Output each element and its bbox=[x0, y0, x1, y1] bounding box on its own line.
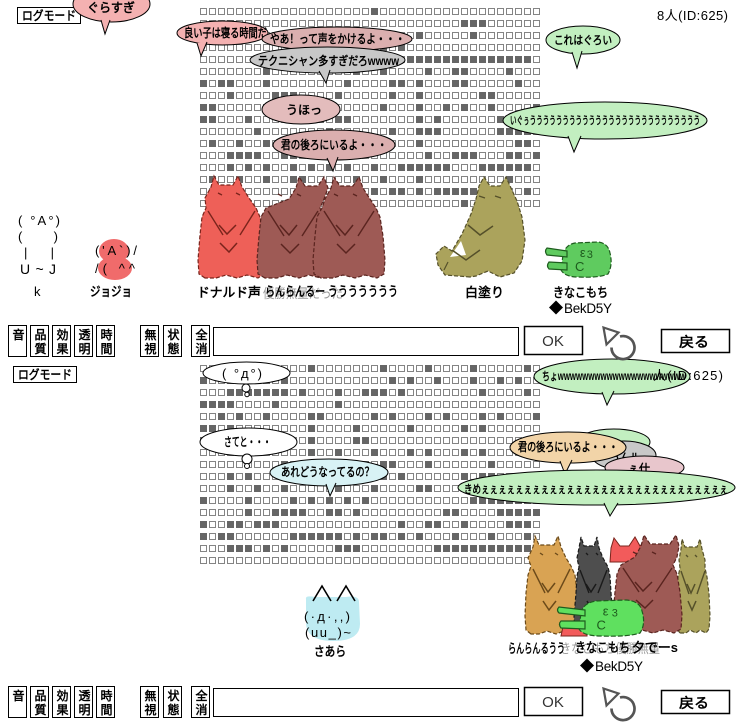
svg-text:明: 明 bbox=[79, 342, 91, 356]
svg-text:k: k bbox=[34, 284, 41, 299]
svg-text:BekD5Y: BekD5Y bbox=[595, 659, 643, 674]
svg-text:視: 視 bbox=[144, 702, 157, 717]
svg-text:効: 効 bbox=[57, 688, 69, 703]
svg-text:ドナルド: ドナルド bbox=[197, 285, 248, 300]
svg-text:さあら: さあら bbox=[314, 644, 346, 659]
svg-text:品: 品 bbox=[35, 689, 47, 703]
svg-text:やあ！って声をかけるよ・・・: やあ！って声をかけるよ・・・ bbox=[270, 31, 405, 46]
svg-text:ログモード: ログモード bbox=[22, 8, 76, 23]
svg-text:夕でーs: 夕でーs bbox=[632, 640, 678, 655]
svg-text:態: 態 bbox=[168, 702, 180, 717]
svg-text:状: 状 bbox=[168, 688, 181, 703]
svg-text:きめぇぇぇぇぇぇぇぇぇぇぇぇぇぇぇぇぇぇぇぇぇぇぇぇぇぇぇぇ: きめぇぇぇぇぇぇぇぇぇぇぇぇぇぇぇぇぇぇぇぇぇぇぇぇぇぇぇぇぇ bbox=[464, 483, 728, 496]
svg-text:3: 3 bbox=[612, 608, 618, 620]
svg-text:うほっ: うほっ bbox=[286, 103, 322, 117]
svg-text:C: C bbox=[575, 259, 584, 274]
svg-text:ε: ε bbox=[580, 245, 586, 260]
svg-text:きなこもち: きなこもち bbox=[575, 640, 630, 655]
svg-text:無: 無 bbox=[145, 327, 157, 342]
svg-text:音: 音 bbox=[13, 327, 25, 342]
svg-text:間: 間 bbox=[101, 703, 113, 717]
svg-text:OK: OK bbox=[542, 694, 564, 711]
svg-text:C: C bbox=[597, 618, 606, 633]
svg-text:テクニシャン多すぎだろwwww: テクニシャン多すぎだろwwww bbox=[258, 53, 400, 68]
svg-text:戻る: 戻る bbox=[678, 334, 709, 350]
svg-text:明: 明 bbox=[79, 703, 91, 717]
svg-text:戻る: 戻る bbox=[678, 695, 709, 711]
svg-text:ぐらすぎ: ぐらすぎ bbox=[87, 0, 135, 15]
svg-text:白塗り: 白塗り bbox=[465, 285, 504, 300]
svg-text:8人(ID:625): 8人(ID:625) bbox=[657, 8, 728, 23]
svg-text:優勝無量だった: 優勝無量だった bbox=[263, 286, 343, 301]
svg-text:質: 質 bbox=[35, 341, 47, 356]
svg-text:果: 果 bbox=[56, 703, 69, 717]
svg-text:視: 視 bbox=[144, 341, 157, 356]
svg-text:さてと・・・: さてと・・・ bbox=[224, 435, 271, 449]
svg-text:(·д·,,): (·д·,,) bbox=[304, 609, 350, 624]
svg-text:良い子は寝る時間だ: 良い子は寝る時間だ bbox=[184, 25, 267, 40]
svg-text:間: 間 bbox=[101, 342, 113, 356]
svg-text:いぐぅうううううううううううううううううううううううううう: いぐぅうううううううううううううううううううううううううう bbox=[510, 114, 700, 127]
svg-text:態: 態 bbox=[168, 341, 180, 356]
svg-text:あれどうなってるの？: あれどうなってるの？ bbox=[281, 465, 374, 479]
svg-text:品: 品 bbox=[35, 328, 47, 342]
svg-text:ログモード: ログモード bbox=[18, 367, 72, 382]
svg-text:(uu_)~: (uu_)~ bbox=[305, 625, 351, 640]
svg-text:消: 消 bbox=[196, 702, 208, 717]
svg-text:U~J: U~J bbox=[20, 261, 56, 277]
svg-text:透: 透 bbox=[79, 689, 92, 703]
svg-text:状: 状 bbox=[168, 327, 181, 342]
svg-text:果: 果 bbox=[56, 342, 69, 356]
svg-text:ちょwwwwwwwwwwwwwwwwwwwww: ちょwwwwwwwwwwwwwwwwwwwww bbox=[542, 370, 686, 383]
svg-text:きなこもち優勝無量: きなこもち優勝無量 bbox=[560, 641, 660, 656]
svg-text:無: 無 bbox=[145, 688, 157, 703]
svg-text:きなこもち: きなこもち bbox=[553, 285, 608, 300]
svg-text:君の後ろにいるよ・・・: 君の後ろにいるよ・・・ bbox=[517, 439, 618, 454]
svg-text:効: 効 bbox=[57, 327, 69, 342]
svg-text:声: 声 bbox=[247, 285, 261, 300]
svg-text:全: 全 bbox=[195, 688, 209, 703]
svg-text:ε: ε bbox=[603, 604, 609, 619]
svg-text:音: 音 bbox=[13, 688, 25, 703]
svg-text:らんらんるうう: らんらんるうう bbox=[508, 641, 565, 656]
svg-text:3: 3 bbox=[587, 249, 593, 261]
svg-text:時: 時 bbox=[101, 688, 113, 703]
svg-text:全: 全 bbox=[195, 327, 209, 342]
svg-text:BekD5Y: BekD5Y bbox=[564, 301, 612, 316]
svg-text:ジョジョ: ジョジョ bbox=[90, 284, 132, 299]
svg-text:消: 消 bbox=[196, 341, 208, 356]
svg-text:人(ID:625): 人(ID:625) bbox=[653, 368, 723, 383]
svg-text:質: 質 bbox=[35, 702, 47, 717]
svg-text:透: 透 bbox=[79, 328, 92, 342]
svg-text:これはぐろい: これはぐろい bbox=[554, 34, 612, 47]
svg-text:らんらんるー ううううううう: らんらんるー ううううううう bbox=[265, 284, 398, 299]
svg-text:君の後ろにいるよ・・・: 君の後ろにいるよ・・・ bbox=[280, 137, 387, 152]
svg-text:時: 時 bbox=[101, 327, 113, 342]
svg-text:OK: OK bbox=[542, 333, 564, 350]
